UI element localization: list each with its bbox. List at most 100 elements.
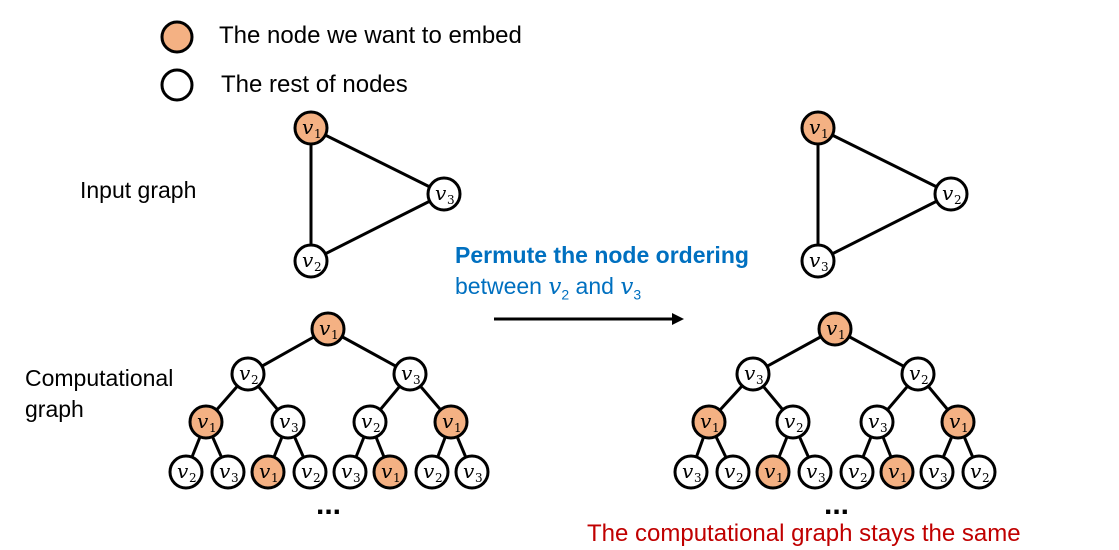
- node-label: v: [744, 361, 756, 385]
- node-subscript: 2: [435, 471, 443, 485]
- node-label: v: [423, 459, 435, 483]
- node-v3: [210, 454, 246, 490]
- node-label: v: [682, 459, 694, 483]
- node-label: v: [435, 181, 447, 205]
- input-graph-label: Input graph: [80, 177, 197, 203]
- node-subscript: 3: [291, 421, 299, 435]
- node-v2: [293, 243, 329, 279]
- node-v1: [940, 404, 976, 440]
- var-a: v: [548, 274, 562, 300]
- node-subscript: 3: [940, 471, 948, 485]
- node-label: v: [197, 409, 209, 433]
- node-subscript: 1: [900, 471, 908, 485]
- node-subscript: 3: [880, 421, 888, 435]
- node-label: v: [949, 409, 961, 433]
- node-label: v: [888, 459, 900, 483]
- node-subscript: 3: [756, 373, 764, 387]
- node-label: v: [442, 409, 454, 433]
- node-v3: [332, 454, 368, 490]
- node-v1: [433, 404, 469, 440]
- permute-subtitle: between v2 and v3: [455, 273, 641, 303]
- node-label: v: [177, 459, 189, 483]
- node-subscript: 2: [373, 421, 381, 435]
- node-subscript: 1: [961, 421, 969, 435]
- node-subscript: 2: [860, 471, 868, 485]
- node-label: v: [928, 459, 940, 483]
- node-label: v: [700, 409, 712, 433]
- node-label: v: [724, 459, 736, 483]
- ellipsis-right: ...: [824, 488, 850, 521]
- node-label: v: [302, 115, 314, 139]
- node-subscript: 3: [475, 471, 483, 485]
- node-v2: [292, 454, 328, 490]
- node-subscript: 1: [209, 421, 217, 435]
- node-v2: [961, 454, 997, 490]
- node-v1: [188, 404, 224, 440]
- node-label: v: [319, 316, 331, 340]
- node-label: v: [970, 459, 982, 483]
- node-label: v: [463, 459, 475, 483]
- node-v1: [755, 454, 791, 490]
- node-label: v: [809, 248, 821, 272]
- node-label: v: [826, 316, 838, 340]
- node-v3: [270, 404, 306, 440]
- node-v3: [859, 404, 895, 440]
- computational-graph-label-1: Computational: [25, 365, 174, 391]
- node-v1: [817, 311, 853, 347]
- node-label: v: [341, 459, 353, 483]
- node-subscript: 1: [271, 471, 279, 485]
- node-label: v: [806, 459, 818, 483]
- node-label: v: [302, 248, 314, 272]
- node-subscript: 1: [712, 421, 720, 435]
- node-label: v: [259, 459, 271, 483]
- var-a-idx: 2: [561, 286, 570, 303]
- node-v3: [673, 454, 709, 490]
- node-v1: [372, 454, 408, 490]
- var-b: v: [620, 274, 634, 300]
- permute-between: between: [455, 273, 542, 299]
- node-subscript: 1: [454, 421, 462, 435]
- node-v3: [735, 356, 771, 392]
- node-v3: [919, 454, 955, 490]
- node-subscript: 1: [838, 328, 846, 342]
- ellipsis-left: ...: [316, 488, 342, 521]
- node-subscript: 3: [818, 471, 826, 485]
- node-subscript: 2: [189, 471, 197, 485]
- node-subscript: 3: [447, 193, 455, 207]
- var-b-idx: 3: [633, 286, 642, 303]
- node-v3: [797, 454, 833, 490]
- arrow-head-icon: [672, 313, 684, 325]
- node-label: v: [219, 459, 231, 483]
- node-label: v: [942, 181, 954, 205]
- node-v2: [775, 404, 811, 440]
- node-subscript: 3: [353, 471, 361, 485]
- node-label: v: [764, 459, 776, 483]
- node-label: v: [381, 459, 393, 483]
- node-label: v: [361, 409, 373, 433]
- node-subscript: 1: [821, 127, 829, 141]
- legend-target-swatch: [160, 20, 194, 54]
- node-subscript: 3: [231, 471, 239, 485]
- node-v2: [933, 176, 969, 212]
- node-v3: [800, 243, 836, 279]
- node-v2: [414, 454, 450, 490]
- node-v2: [230, 356, 266, 392]
- node-label: v: [784, 409, 796, 433]
- node-label: v: [401, 361, 413, 385]
- node-label: v: [301, 459, 313, 483]
- node-v3: [392, 356, 428, 392]
- node-v2: [839, 454, 875, 490]
- node-v1: [310, 311, 346, 347]
- node-v1: [691, 404, 727, 440]
- input-edge: [310, 126, 445, 196]
- node-subscript: 2: [796, 421, 804, 435]
- node-v2: [168, 454, 204, 490]
- node-label: v: [809, 115, 821, 139]
- node-v2: [715, 454, 751, 490]
- node-subscript: 2: [982, 471, 990, 485]
- node-label: v: [848, 459, 860, 483]
- node-subscript: 2: [251, 373, 259, 387]
- legend-rest-swatch: [160, 68, 194, 102]
- node-subscript: 2: [313, 471, 321, 485]
- permute-title-text: Permute the node ordering: [455, 242, 749, 268]
